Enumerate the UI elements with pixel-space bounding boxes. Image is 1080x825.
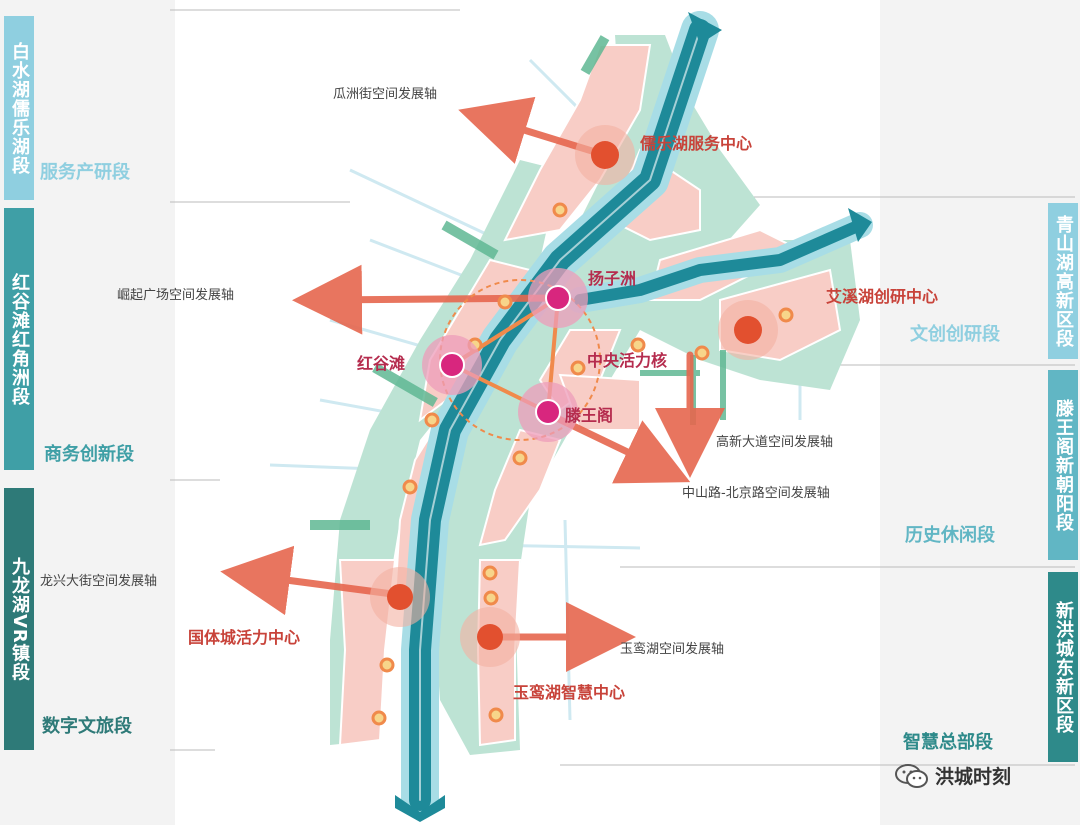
axis-longxing: 龙兴大街空间发展轴 bbox=[40, 574, 158, 589]
segment-hq: 智慧总部段 bbox=[903, 732, 993, 753]
river-system bbox=[401, 11, 873, 819]
wechat-icon bbox=[895, 763, 928, 788]
major-centers bbox=[370, 125, 778, 667]
river-north-arrow bbox=[688, 12, 722, 44]
center-rulehu: 儒乐湖服务中心 bbox=[640, 134, 753, 153]
center-aixihu: 艾溪湖创研中心 bbox=[826, 287, 939, 306]
segment-history: 历史休闲段 bbox=[905, 525, 995, 546]
right-bar-teng-wang-ge: 滕王阁新朝阳段 bbox=[1048, 370, 1078, 560]
right-bar-qing-shan-hu: 青山湖高新区段 bbox=[1048, 203, 1078, 359]
segment-business: 商务创新段 bbox=[44, 444, 134, 465]
center-guoticheng: 国体城活力中心 bbox=[188, 628, 301, 647]
axis-zhongshan: 中山路-北京路空间发展轴 bbox=[682, 486, 830, 501]
river-east-arrow bbox=[848, 208, 872, 242]
watermark-text: 洪城时刻 bbox=[935, 766, 1012, 788]
axis-guazhou: 瓜洲街空间发展轴 bbox=[333, 87, 438, 102]
left-bar-bai-shui-hu: 白水湖儒乐湖段 bbox=[4, 16, 34, 200]
segment-culture: 文创创研段 bbox=[910, 324, 1000, 345]
watermark: 洪城时刻 bbox=[895, 762, 1011, 789]
river-south-arrow bbox=[395, 795, 445, 822]
axis-gaoxin: 高新大道空间发展轴 bbox=[716, 435, 834, 450]
node-honggutan: 红谷滩 bbox=[357, 354, 406, 373]
node-yangzizhou: 扬子洲 bbox=[588, 269, 637, 288]
axis-yuyuanhu: 玉鸾湖空间发展轴 bbox=[620, 642, 725, 657]
divider-lines bbox=[170, 9, 1075, 766]
core-ring bbox=[439, 279, 601, 441]
node-tengwangge: 滕王阁 bbox=[565, 406, 614, 425]
center-yuyuanhu: 玉鸾湖智慧中心 bbox=[513, 683, 626, 702]
core-nodes bbox=[422, 268, 588, 442]
right-bar-xin-hong-cheng: 新洪城东新区段 bbox=[1048, 572, 1078, 762]
segment-digital: 数字文旅段 bbox=[42, 716, 132, 737]
node-core: 中央活力核 bbox=[587, 351, 668, 370]
left-bar-hong-gu-tan: 红谷滩红角洲段 bbox=[4, 208, 34, 470]
segment-service: 服务产研段 bbox=[40, 162, 130, 183]
left-bar-jiu-long-hu: 九龙湖VR镇段 bbox=[4, 488, 34, 750]
axis-jueqi: 崛起广场空间发展轴 bbox=[117, 288, 235, 303]
right-panel-background bbox=[880, 0, 1080, 825]
